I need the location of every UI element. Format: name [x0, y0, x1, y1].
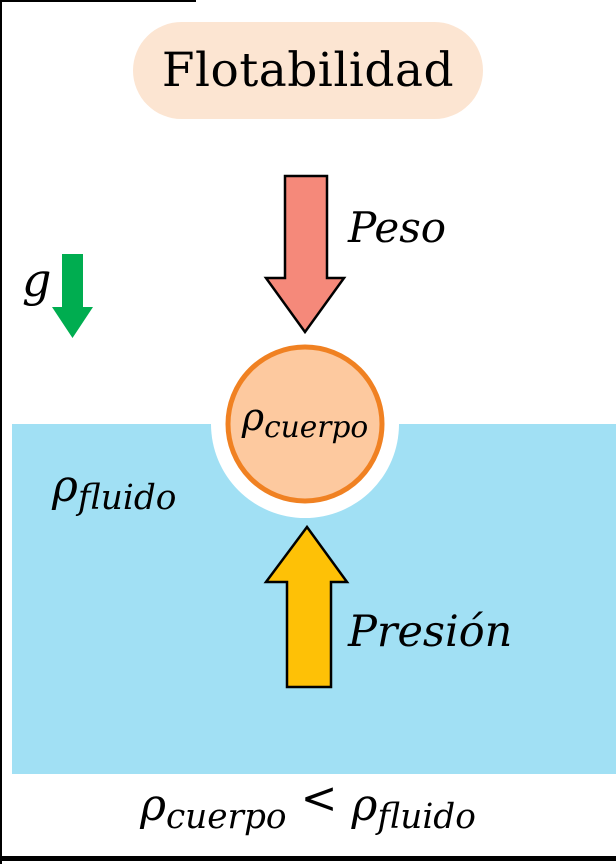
pressure-label: Presión	[348, 607, 513, 657]
conclusion-formula: ρcuerpo<ρfluido	[0, 775, 616, 838]
weight-arrow-icon	[263, 174, 347, 335]
weight-label: Peso	[348, 203, 447, 252]
frame-top	[0, 0, 196, 2]
diagram-title: Flotabilidad	[161, 43, 455, 98]
body-density-symbol: ρ	[241, 395, 265, 439]
body-density-subscript: cuerpo	[264, 409, 369, 445]
gravity-arrow-icon	[52, 254, 93, 338]
title-pill: Flotabilidad	[133, 22, 483, 119]
frame-left	[0, 0, 2, 864]
body-density-label: ρcuerpo	[225, 395, 385, 445]
less-than-operator: <	[300, 773, 338, 824]
gravity-label: g	[22, 253, 52, 307]
conclusion-right-subscript: fluido	[377, 797, 476, 838]
conclusion-left-symbol: ρ	[140, 780, 166, 831]
conclusion-right-symbol: ρ	[351, 780, 378, 831]
fluid-density-label: ρfluido	[52, 461, 177, 519]
floating-body-circle	[225, 344, 385, 504]
fluid-density-subscript: fluido	[77, 478, 177, 519]
conclusion-left-subscript: cuerpo	[165, 797, 287, 838]
fluid-density-symbol: ρ	[52, 461, 78, 512]
frame-bottom	[0, 856, 616, 861]
pressure-arrow-icon	[263, 524, 350, 689]
